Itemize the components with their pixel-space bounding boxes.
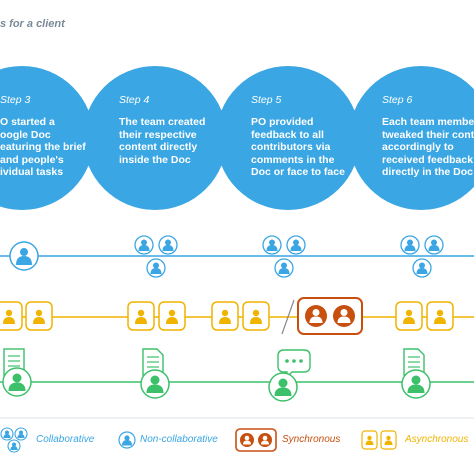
row-documents (2, 348, 431, 402)
legend-non-collaborative-icon (118, 431, 136, 449)
person-icon (401, 369, 431, 399)
step-3-circle (0, 66, 94, 210)
diagram-title: s for a client (0, 18, 65, 30)
step-4-circle (83, 66, 227, 210)
legend-non-collaborative-label: Non-collaborative (140, 434, 218, 445)
step-label: Step 5 (251, 94, 282, 106)
step-4: Step 4 The team created their respective… (119, 94, 205, 166)
person-icon (2, 367, 32, 397)
step-label: Step 6 (382, 94, 413, 106)
row-timing (0, 297, 454, 335)
legend-collaborative-label: Collaborative (36, 434, 95, 445)
non-collaborative-icon (9, 241, 39, 271)
person-icon (268, 372, 298, 402)
collaborative-icon (134, 235, 178, 278)
asynchronous-icon (395, 301, 454, 331)
step-description: The team created their respective conten… (119, 116, 206, 166)
person-icon (140, 369, 170, 399)
collaborative-icon (262, 235, 306, 278)
step-description: Each team membe tweaked their conte acco… (382, 116, 474, 178)
synchronous-icon (297, 297, 363, 335)
asynchronous-icon (0, 301, 53, 331)
step-circles (0, 66, 474, 210)
legend-synchronous-label: Synchronous (282, 434, 341, 445)
step-5-circle (216, 66, 360, 210)
comment-bubble-icon (277, 349, 311, 381)
row-collaboration (9, 235, 444, 278)
step-5: Step 5 PO provided feedback to all contr… (251, 94, 345, 179)
document-icon (403, 348, 425, 376)
document-icon (142, 348, 164, 376)
step-3: Step 3 O started a oogle Doc eaturing th… (0, 94, 86, 179)
legend-synchronous-icon (235, 428, 277, 452)
legend (0, 417, 474, 453)
step-description: O started a oogle Doc eaturing the brief… (0, 116, 86, 178)
step-label: Step 3 (0, 94, 31, 106)
legend-asynchronous-icon (361, 430, 397, 450)
step-label: Step 4 (119, 94, 150, 106)
legend-asynchronous-label: Asynchronous (405, 434, 469, 445)
step-6: Step 6 Each team membe tweaked their con… (382, 94, 474, 179)
asynchronous-icon (127, 301, 186, 331)
legend-collaborative-icon (0, 427, 28, 453)
step-6-circle (349, 66, 474, 210)
step-description: PO provided feedback to all contributors… (251, 116, 345, 178)
or-divider (281, 299, 295, 335)
asynchronous-icon (211, 301, 270, 331)
collaborative-icon (400, 235, 444, 278)
